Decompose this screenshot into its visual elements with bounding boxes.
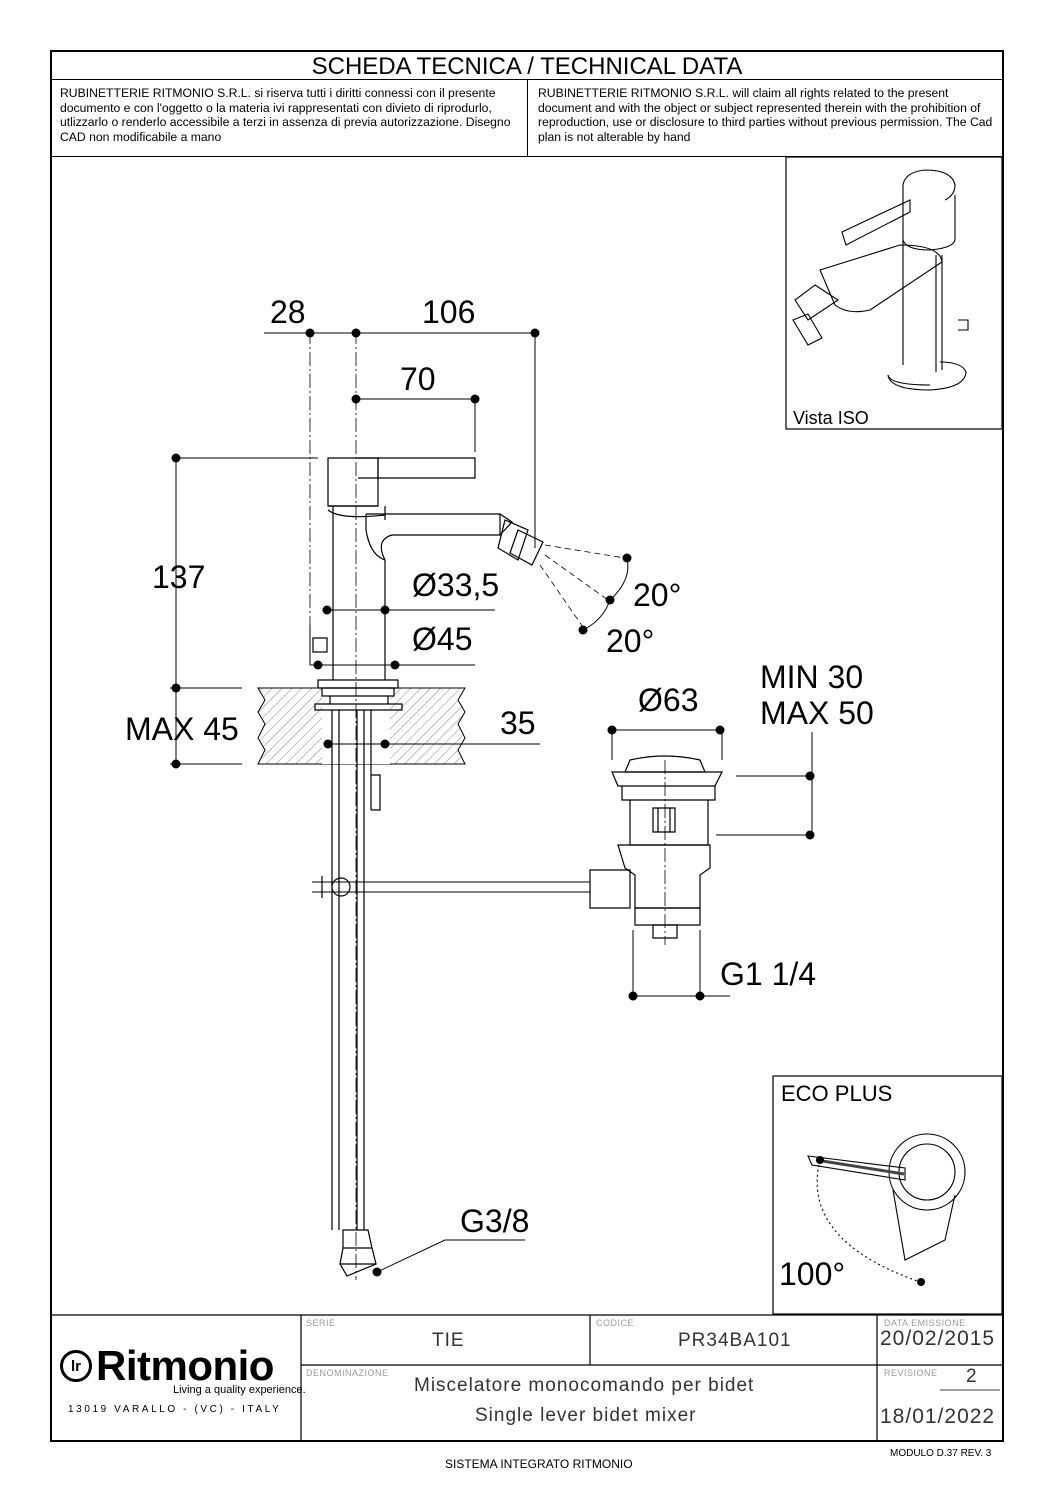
header-divider [52,79,1002,80]
iso-view-label: Vista ISO [793,408,869,428]
ritmonio-logo: lr Ritmonio Living a quality experience.… [60,1342,306,1415]
logo-wordmark: Ritmonio [96,1342,274,1389]
iso-faucet-illustration [792,169,969,391]
revisione-date: 18/01/2022 [880,1405,996,1428]
denominazione-english: Single lever bidet mixer [475,1405,697,1426]
serie-value: TIE [432,1330,465,1351]
logo-address: 13019 VARALLO - (VC) - ITALY [68,1404,282,1415]
sheet-title: SCHEDA TECNICA / TECHNICAL DATA [311,53,743,80]
dim-g1-1-4: G1 1/4 [720,956,816,992]
drawing-frame [50,50,1004,1442]
dim-angle-20-lower: 20° [606,623,654,659]
serie-label: SERIE [306,1318,336,1328]
eco-plus-title: ECO PLUS [781,1081,892,1106]
codice-value: PR34BA101 [678,1330,792,1351]
dim-max50: MAX 50 [760,695,874,731]
data-emissione-label: DATA EMISSIONE [884,1318,966,1328]
header-center-line [527,80,528,156]
denominazione-label: DENOMINAZIONE [306,1368,389,1378]
modulo-code: MODULO D.37 REV. 3 [890,1448,992,1459]
dim-min30: MIN 30 [760,659,863,695]
revisione-number: 2 [966,1366,978,1387]
revisione-label: REVISIONE [884,1368,938,1378]
dim-g3-8: G3/8 [460,1203,529,1239]
eco-plus-panel [772,1075,1003,1315]
legal-text-italian: RUBINETTERIE RITMONIO S.R.L. si riserva … [60,86,511,144]
dim-35: 35 [500,705,536,741]
logo-tagline: Living a quality experience. [173,1384,306,1396]
dimension-lines [170,332,813,1273]
dim-diameter-63: Ø63 [638,682,698,718]
dim-diameter-33-5: Ø33,5 [412,567,499,603]
dimension-markers [171,328,815,1277]
faucet-side-view [312,457,723,1277]
denominazione-italian: Miscelatore monocomando per bidet [414,1375,755,1396]
legal-text-english: RUBINETTERIE RITMONIO S.R.L. will claim … [538,86,993,144]
dim-angle-20-upper: 20° [633,577,681,613]
dim-70: 70 [400,361,436,397]
header-bottom-line [52,156,1002,157]
dim-max45: MAX 45 [125,711,239,747]
dim-106: 106 [422,294,475,330]
dim-137: 137 [152,559,205,595]
data-emissione-value: 20/02/2015 [880,1327,996,1350]
sistema-integrato: SISTEMA INTEGRATO RITMONIO [445,1457,633,1471]
eco-plus-illustration [807,1133,966,1283]
codice-label: CODICE [596,1318,635,1328]
dim-28: 28 [270,294,306,330]
logo-mark: lr [60,1350,92,1382]
eco-plus-angle: 100° [779,1256,845,1292]
title-block [52,1314,1002,1440]
iso-view-panel [785,156,1003,430]
dim-diameter-45: Ø45 [412,621,472,657]
counter-top-section [257,687,466,765]
